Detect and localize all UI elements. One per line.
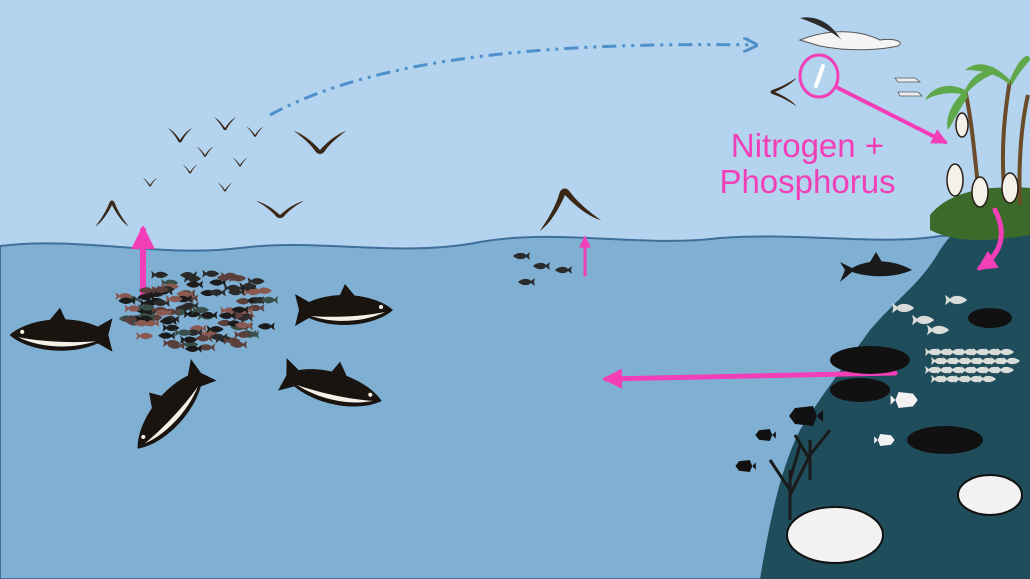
- ocean: [0, 232, 1030, 579]
- arrow-island-to-reef: [976, 207, 1004, 271]
- nutrient-label-line2: Phosphorus: [719, 163, 896, 200]
- flight-path-arrow: [269, 45, 755, 117]
- corals: [768, 308, 1023, 564]
- arrow-reef-to-open-ocean: [602, 368, 898, 389]
- island-seabirds: [946, 112, 1019, 208]
- nutrient-flow-arrows: [131, 86, 1004, 389]
- distant-birds: [894, 77, 923, 97]
- nutrient-label: Nitrogen + Phosphorus: [690, 128, 925, 200]
- reef-slope: [760, 190, 1030, 579]
- gannet-in-flight: [798, 17, 901, 51]
- guano-drop-highlight: [798, 53, 840, 99]
- nutrient-label-line1: Nitrogen +: [730, 127, 885, 164]
- reef-shark: [840, 252, 912, 282]
- arrow-birds-to-island: [836, 86, 948, 144]
